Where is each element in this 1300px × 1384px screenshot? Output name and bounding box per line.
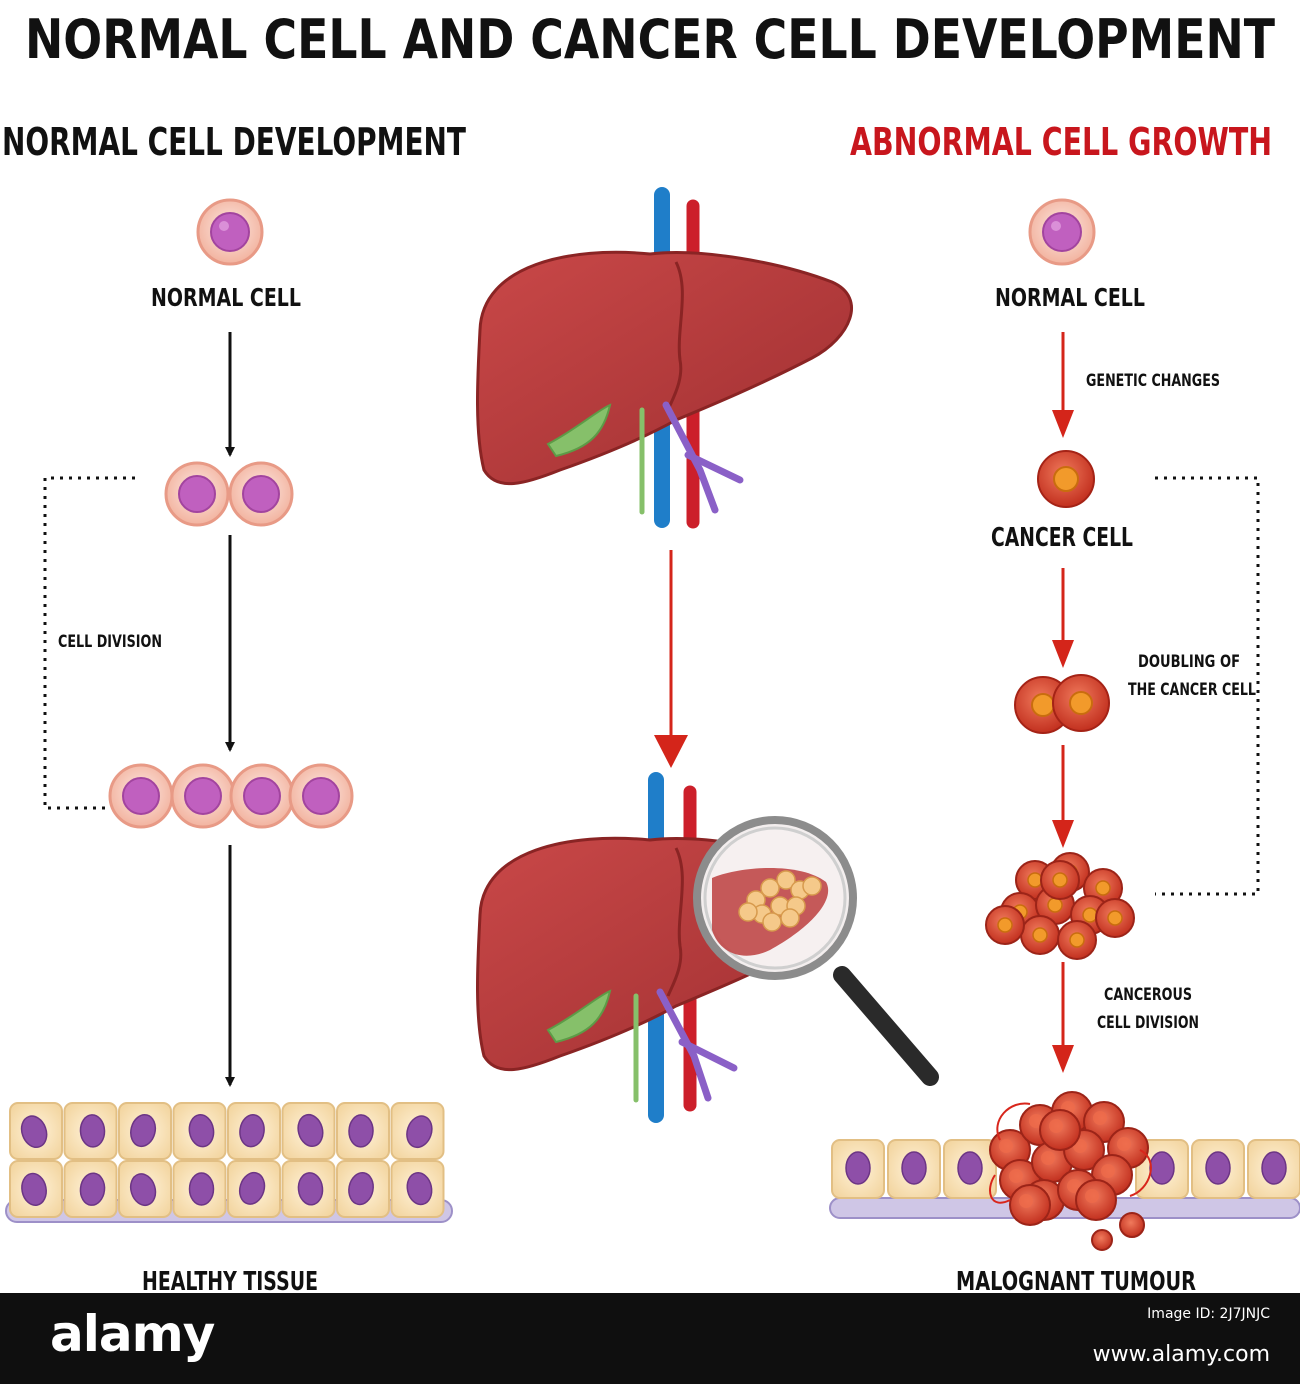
watermark-bar [0, 1293, 1300, 1384]
cluster-cell-nucleus [1107, 910, 1123, 926]
watermark-url: www.alamy.com [1092, 1342, 1270, 1367]
tissue-nucleus [188, 1172, 215, 1206]
abnormal-growth-heading: ABNORMAL CELL GROWTH [850, 120, 1272, 164]
right-normal-cell-label: NORMAL CELL [995, 283, 1145, 312]
arrowhead-genetic [1052, 410, 1074, 438]
arrowhead-tumour [1052, 1045, 1074, 1073]
healthy-tissue-label: HEALTHY TISSUE [142, 1267, 318, 1293]
tissue-nucleus [238, 1171, 266, 1205]
doubling-label-line2: THE CANCER CELL [1128, 680, 1256, 700]
tumor-blob [802, 876, 822, 896]
tissue-nucleus [1149, 1151, 1175, 1185]
normal-cell-icon [196, 198, 264, 266]
cluster-cell-nucleus [1047, 897, 1063, 913]
tissue-nucleus [188, 1114, 215, 1148]
left-normal-cell-label: NORMAL CELL [151, 283, 301, 312]
shed-cell [1091, 1229, 1113, 1251]
right-normal-cell-icon [1028, 198, 1096, 266]
cluster-cell-nucleus [1082, 907, 1098, 923]
tumor-blob [776, 870, 796, 890]
tissue-nucleus [239, 1114, 265, 1148]
cluster-cell-nucleus [1069, 932, 1085, 948]
healthy-tissue-illustration [5, 1102, 453, 1223]
two-cells-icon [164, 461, 294, 527]
cancer-cell-cluster-icon [985, 852, 1135, 960]
tumor-blob [762, 912, 782, 932]
tissue-nucleus [845, 1151, 871, 1185]
four-cells-icon [108, 763, 354, 829]
tumour-cell-nucleus [1029, 1114, 1043, 1128]
tumour-cell-nucleus [1067, 1179, 1081, 1193]
genetic-changes-label: GENETIC CHANGES [1086, 371, 1220, 391]
magnifier-icon [693, 816, 939, 1086]
diagram-canvas: NORMAL CELL AND CANCER CELL DEVELOPMENT … [2, 8, 1300, 1293]
normal-development-heading: NORMAL CELL DEVELOPMENT [2, 120, 466, 164]
arrowhead-cluster [1052, 820, 1074, 848]
cancerous-label-line1: CANCEROUS [1104, 985, 1192, 1005]
doubled-cancer-cells-icon [1014, 674, 1110, 734]
tissue-nucleus [297, 1172, 324, 1206]
shed-cell [1119, 1212, 1145, 1238]
cluster-cell-nucleus [1027, 872, 1043, 888]
tissue-nucleus [79, 1172, 106, 1206]
cluster-cell-nucleus [1095, 880, 1111, 896]
tissue-nucleus [21, 1172, 47, 1207]
cancer-cell-label: CANCER CELL [991, 523, 1133, 553]
tissue-nucleus [297, 1113, 324, 1147]
page-title: NORMAL CELL AND CANCER CELL DEVELOPMENT [25, 8, 1275, 71]
arrowhead-double [1052, 640, 1074, 668]
arrowhead-liver [654, 735, 688, 768]
tissue-nucleus [20, 1115, 48, 1149]
malignant-tumour-label: MALOGNANT TUMOUR [956, 1267, 1196, 1293]
tumour-cell-nucleus [1019, 1194, 1033, 1208]
cluster-cell-nucleus [997, 917, 1013, 933]
tissue-nucleus [406, 1171, 433, 1206]
tissue-nucleus [130, 1113, 157, 1148]
tumour-cell-nucleus [1093, 1111, 1107, 1125]
tumor-blob [738, 902, 758, 922]
tissue-nucleus [901, 1151, 927, 1185]
cell-division-bracket [43, 476, 135, 810]
tumour-cell-nucleus [1049, 1119, 1063, 1133]
tissue-nucleus [79, 1114, 106, 1148]
tissue-nucleus [1205, 1151, 1231, 1185]
malignant-tumour-illustration [829, 1091, 1300, 1251]
tumour-cell-nucleus [1041, 1151, 1055, 1165]
tissue-nucleus [1261, 1151, 1287, 1185]
tissue-nucleus [129, 1173, 157, 1207]
tumour-cell-nucleus [1009, 1169, 1023, 1183]
tumour-cell-nucleus [999, 1139, 1013, 1153]
tumour-cell-nucleus [1117, 1137, 1131, 1151]
tissue-nucleus [348, 1171, 374, 1206]
doubling-label-line1: DOUBLING OF [1138, 652, 1240, 672]
tumour-cell-nucleus [1085, 1189, 1099, 1203]
cell-division-label: CELL DIVISION [58, 632, 162, 652]
blood-vessels [989, 1102, 1152, 1204]
tissue-nucleus [957, 1151, 983, 1185]
tumour-cell-nucleus [1101, 1164, 1115, 1178]
cancerous-label-line2: CELL DIVISION [1097, 1013, 1199, 1033]
image-id-text: Image ID: 2J7JNJC [1147, 1306, 1270, 1322]
cluster-cell-nucleus [1032, 927, 1048, 943]
cluster-cell-nucleus [1052, 872, 1068, 888]
healthy-liver-illustration [476, 187, 853, 529]
cancer-cell-icon [1037, 450, 1095, 508]
tissue-nucleus [348, 1114, 374, 1148]
tumor-blob [760, 878, 780, 898]
tumor-blob [780, 908, 800, 928]
tissue-nucleus [406, 1115, 433, 1149]
alamy-logo: alamy [50, 1305, 215, 1363]
